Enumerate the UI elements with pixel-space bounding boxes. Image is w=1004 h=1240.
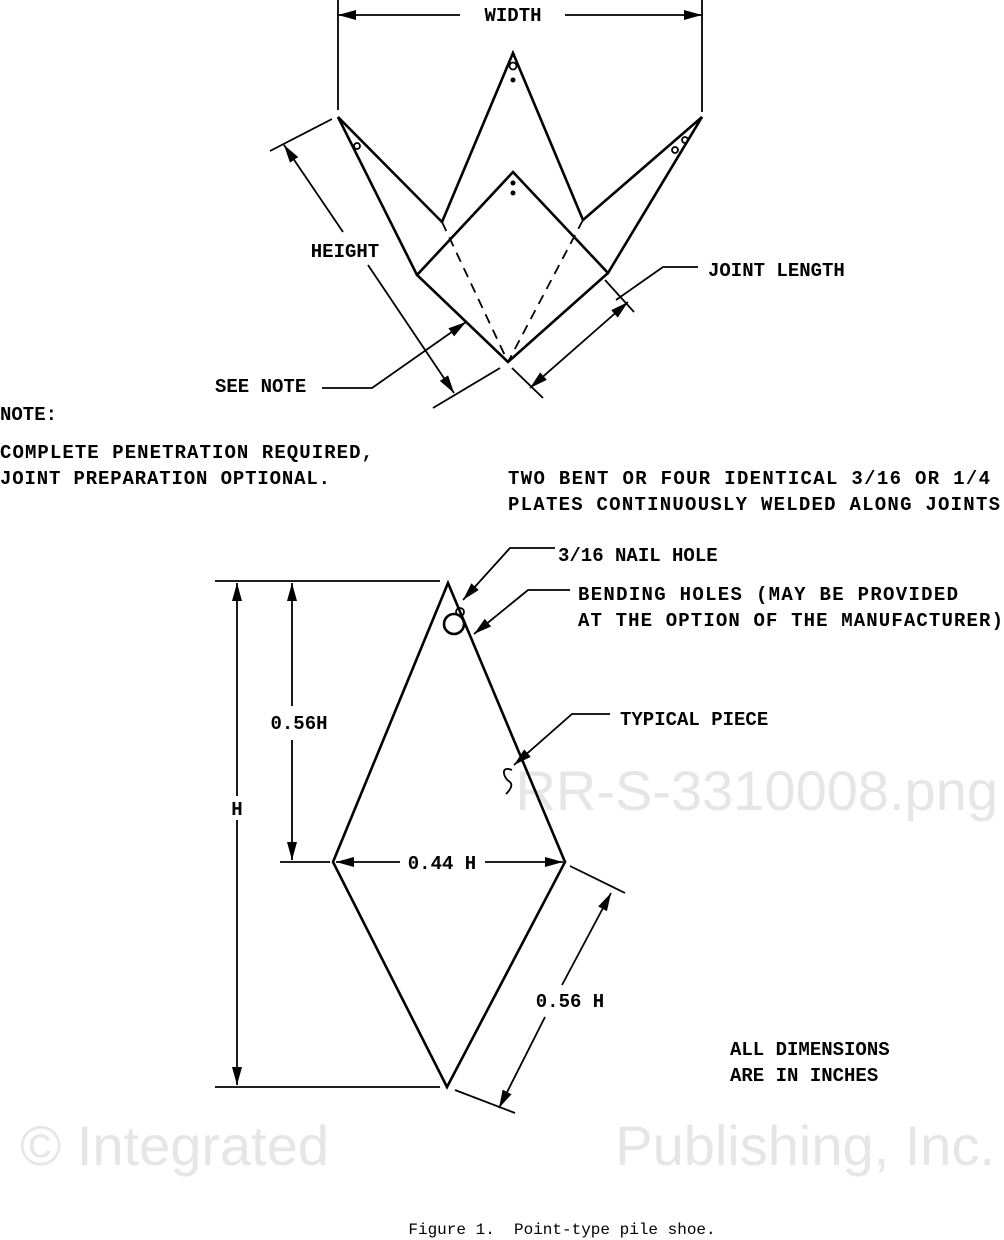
pile-shoe-outline	[336, 49, 704, 364]
units-line: ALL DIMENSIONS	[730, 1039, 890, 1061]
bending-holes-label: BENDING HOLES (MAY BE PROVIDED	[578, 584, 958, 606]
typical-piece-outline	[331, 579, 567, 1090]
dim-upper-label: 0.56H	[270, 713, 327, 735]
see-note-label: SEE NOTE	[215, 376, 306, 398]
note-line: COMPLETE PENETRATION REQUIRED,	[0, 442, 373, 464]
figure-caption: Figure 1. Point-type pile shoe.	[408, 1221, 715, 1239]
bending-hole	[442, 612, 466, 636]
nail-hole-label: 3/16 NAIL HOLE	[558, 545, 718, 567]
plates-line: PLATES CONTINUOUSLY WELDED ALONG JOINTS	[508, 494, 1000, 516]
note: NOTE: COMPLETE PENETRATION REQUIRED, JOI…	[0, 404, 373, 490]
dim-total-label: H	[231, 799, 242, 821]
dim-side-label: 0.56 H	[536, 991, 604, 1013]
top-view: WIDTH HEIGHT JOINT LENGTH SEE NOTE	[215, 0, 845, 409]
dim-width-label: 0.44 H	[408, 853, 476, 875]
watermark-line: RR-S-3310008.png	[515, 759, 998, 822]
note-title: NOTE:	[0, 404, 57, 426]
joint-length-label: JOINT LENGTH	[708, 260, 845, 282]
width-label: WIDTH	[484, 5, 541, 27]
typical-piece-label: TYPICAL PIECE	[620, 709, 768, 731]
plates-line: TWO BENT OR FOUR IDENTICAL 3/16 OR 1/4	[508, 468, 990, 490]
units-note: ALL DIMENSIONS ARE IN INCHES	[730, 1039, 890, 1087]
height-label: HEIGHT	[311, 241, 379, 263]
typical-piece-view: H 0.56H 0.44 H 0.56 H 3/16 NAIL HOLE BEN…	[215, 545, 1003, 1114]
units-line: ARE IN INCHES	[730, 1065, 878, 1087]
watermark: © Integrated Publishing, Inc. RR-S-33100…	[20, 759, 998, 1177]
weld-symbol-icon	[502, 768, 513, 795]
plates-text: TWO BENT OR FOUR IDENTICAL 3/16 OR 1/4 P…	[508, 468, 1000, 516]
watermark-line: © Integrated	[20, 1114, 329, 1177]
note-line: JOINT PREPARATION OPTIONAL.	[0, 468, 330, 490]
watermark-line: Publishing, Inc.	[615, 1114, 995, 1177]
bending-holes-label: AT THE OPTION OF THE MANUFACTURER)	[578, 610, 1003, 632]
